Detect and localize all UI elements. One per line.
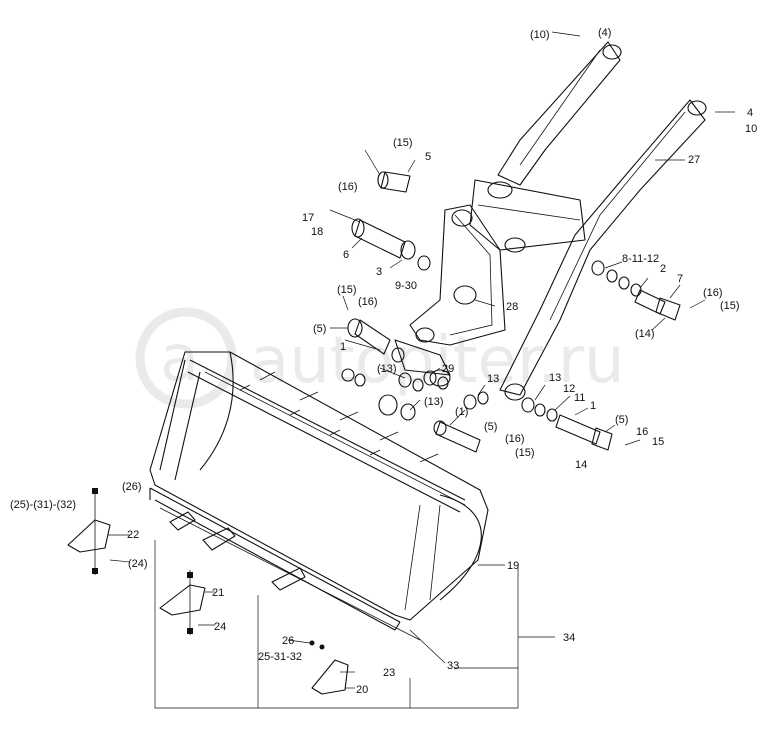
callout-label: 11	[574, 392, 585, 404]
callout-label: 6	[343, 249, 349, 261]
callout-label: 24	[214, 621, 226, 633]
watermark-logo-circle	[135, 307, 237, 409]
callout-label: (13)	[377, 363, 397, 375]
callout-label: (16)	[703, 287, 723, 299]
callout-label: (25)-(31)-(32)	[10, 499, 76, 511]
callout-label: 13	[549, 372, 561, 384]
callout-label: (15)	[720, 300, 740, 312]
callout-label: 28	[506, 301, 518, 313]
callout-label: 21	[212, 587, 224, 599]
callout-label: 15	[652, 436, 664, 448]
assembly-brackets	[154, 540, 555, 709]
callout-label: 5	[425, 151, 431, 163]
callout-label: 23	[383, 667, 395, 679]
callout-label: 2	[660, 263, 666, 275]
callout-label: (24)	[128, 558, 148, 570]
callout-label: 1	[590, 400, 596, 412]
callout-label: 18	[311, 226, 323, 238]
callout-label: (15)	[393, 137, 413, 149]
leader-lines	[108, 31, 735, 689]
pins-and-bushings	[341, 171, 681, 453]
callout-label: 27	[688, 154, 700, 166]
callout-label: (15)	[515, 447, 535, 459]
callout-label: (14)	[635, 328, 655, 340]
callout-label: 20	[356, 684, 368, 696]
callout-label: 14	[575, 459, 587, 471]
callout-label: (1)	[455, 406, 468, 418]
callout-label: (5)	[615, 414, 628, 426]
lift-arm-assembly	[394, 41, 707, 401]
callout-label: (13)	[424, 396, 444, 408]
callout-label: (26)	[122, 481, 142, 493]
callout-label: 19	[507, 560, 519, 572]
callout-label: (16)	[358, 296, 378, 308]
callout-labels: (10) (4) 4 10 27 (15) 5 (16) 17 18 6 3 9…	[10, 27, 757, 696]
callout-label: (5)	[484, 421, 497, 433]
callout-label: (4)	[598, 27, 611, 39]
callout-label: (16)	[505, 433, 525, 445]
callout-label: 4	[747, 107, 753, 119]
callout-label: 17	[302, 212, 314, 224]
callout-label: (10)	[530, 29, 550, 41]
callout-label: 1	[340, 341, 346, 353]
callout-label: 22	[127, 529, 139, 541]
callout-label: 10	[745, 123, 757, 135]
bucket	[149, 351, 489, 641]
callout-label: 8-11-12	[622, 253, 659, 265]
callout-label: 3	[376, 266, 382, 278]
callout-label: 34	[563, 632, 575, 644]
callout-label: 16	[636, 426, 648, 438]
callout-label: (16)	[338, 181, 358, 193]
callout-label: (5)	[313, 323, 326, 335]
callout-label: 33	[447, 660, 459, 672]
callout-label: 12	[563, 383, 575, 395]
callout-label: 7	[677, 273, 683, 285]
callout-label: (15)	[337, 284, 357, 296]
callout-label: 25-31-32	[258, 651, 302, 663]
tooth-details	[67, 488, 349, 695]
callout-label: 9-30	[395, 280, 417, 292]
callout-label: 29	[442, 363, 454, 375]
callout-label: 26	[282, 635, 294, 647]
callout-label: 13	[487, 373, 499, 385]
watermark: a autopiter.ru	[135, 307, 625, 409]
